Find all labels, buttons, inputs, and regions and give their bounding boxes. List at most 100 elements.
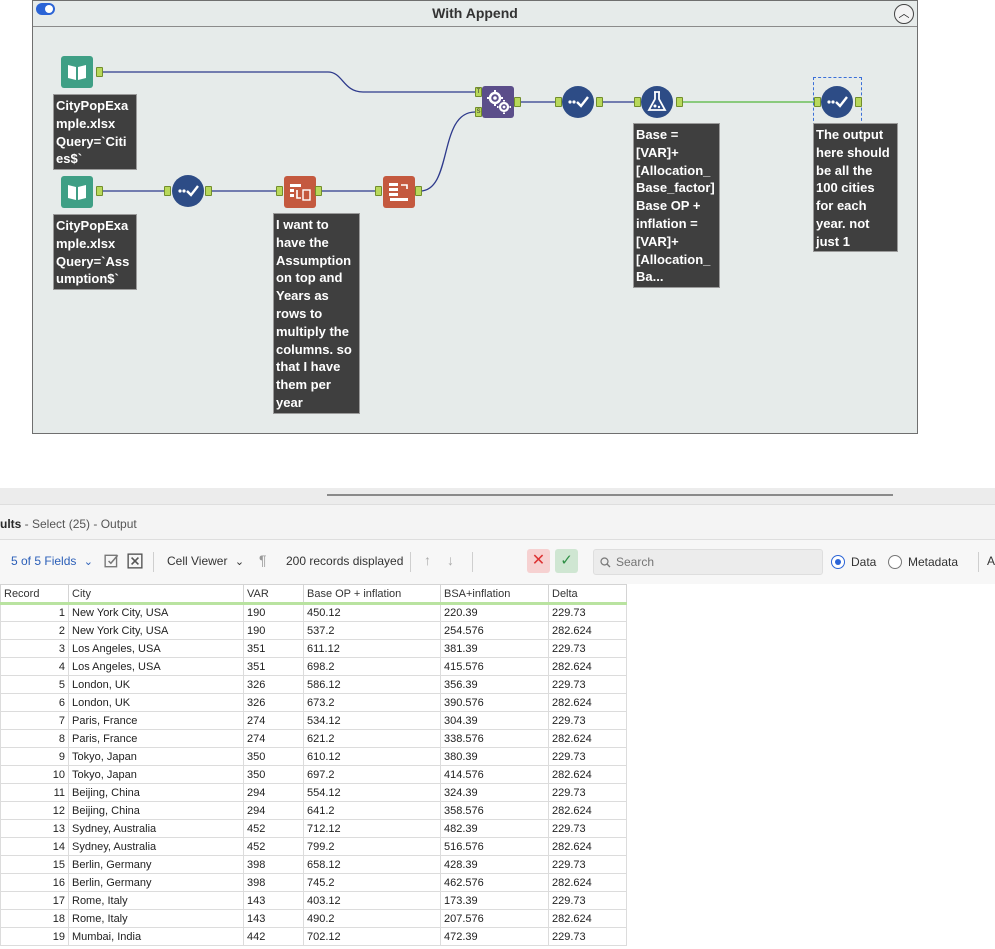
input-data-tool-2[interactable] (61, 176, 93, 208)
table-cell[interactable]: Tokyo, Japan (68, 747, 244, 766)
table-cell[interactable]: 537.2 (303, 621, 441, 640)
table-cell[interactable]: 356.39 (440, 675, 549, 694)
column-header-base-op-inflation[interactable]: Base OP + inflation (303, 584, 441, 605)
table-cell[interactable]: 799.2 (303, 837, 441, 856)
target-anchor[interactable]: T (475, 87, 482, 97)
table-cell[interactable]: 282.624 (548, 657, 627, 676)
table-cell[interactable]: Mumbai, India (68, 927, 244, 946)
table-cell[interactable]: 452 (243, 837, 304, 856)
table-cell[interactable]: 282.624 (548, 837, 627, 856)
output-anchor[interactable] (315, 186, 322, 196)
pane-splitter[interactable] (0, 488, 995, 504)
table-cell[interactable]: 326 (243, 675, 304, 694)
table-cell[interactable]: 745.2 (303, 873, 441, 892)
table-cell[interactable]: 282.624 (548, 765, 627, 784)
fields-dropdown[interactable]: 5 of 5 Fields ⌄ (11, 554, 93, 568)
table-cell[interactable]: 13 (0, 819, 69, 838)
table-cell[interactable]: 18 (0, 909, 69, 928)
table-cell[interactable]: Beijing, China (68, 783, 244, 802)
table-cell[interactable]: 229.73 (548, 711, 627, 730)
table-cell[interactable]: 414.576 (440, 765, 549, 784)
crosstab-tool[interactable] (284, 176, 316, 208)
column-header-delta[interactable]: Delta (548, 584, 627, 605)
table-cell[interactable]: 229.73 (548, 855, 627, 874)
down-arrow-icon[interactable]: ↓ (447, 552, 454, 568)
up-arrow-icon[interactable]: ↑ (424, 552, 431, 568)
table-cell[interactable]: 428.39 (440, 855, 549, 874)
table-cell[interactable]: 17 (0, 891, 69, 910)
output-anchor[interactable] (96, 186, 103, 196)
pilcrow-icon[interactable]: ¶ (259, 552, 267, 568)
table-cell[interactable]: 702.12 (303, 927, 441, 946)
checkbox-icon[interactable] (104, 553, 120, 569)
output-anchor[interactable] (514, 97, 521, 107)
close-icon[interactable]: ✕ (527, 549, 550, 573)
table-cell[interactable]: 229.73 (548, 747, 627, 766)
table-cell[interactable]: 19 (0, 927, 69, 946)
table-cell[interactable]: 229.73 (548, 783, 627, 802)
table-cell[interactable]: Tokyo, Japan (68, 765, 244, 784)
table-cell[interactable]: 415.576 (440, 657, 549, 676)
data-radio[interactable] (831, 555, 845, 569)
select-tool-1[interactable] (172, 175, 204, 207)
search-input[interactable] (616, 554, 816, 570)
table-cell[interactable]: 516.576 (440, 837, 549, 856)
table-cell[interactable]: 641.2 (303, 801, 441, 820)
deselect-icon[interactable] (127, 553, 143, 569)
table-cell[interactable]: 14 (0, 837, 69, 856)
table-cell[interactable]: 350 (243, 765, 304, 784)
table-cell[interactable]: New York City, USA (68, 603, 244, 622)
table-cell[interactable]: 282.624 (548, 621, 627, 640)
table-cell[interactable]: 5 (0, 675, 69, 694)
table-cell[interactable]: 207.576 (440, 909, 549, 928)
table-cell[interactable]: Sydney, Australia (68, 837, 244, 856)
table-cell[interactable]: Sydney, Australia (68, 819, 244, 838)
metadata-radio[interactable] (888, 555, 902, 569)
table-cell[interactable]: Berlin, Germany (68, 855, 244, 874)
table-cell[interactable]: 282.624 (548, 801, 627, 820)
table-cell[interactable]: 274 (243, 729, 304, 748)
table-cell[interactable]: 472.39 (440, 927, 549, 946)
toggle-icon[interactable] (36, 3, 55, 15)
table-cell[interactable]: 11 (0, 783, 69, 802)
table-cell[interactable]: 712.12 (303, 819, 441, 838)
column-header-var[interactable]: VAR (243, 584, 304, 605)
table-cell[interactable]: 2 (0, 621, 69, 640)
append-fields-tool[interactable] (482, 86, 514, 118)
input-anchor[interactable] (276, 186, 283, 196)
table-cell[interactable]: 16 (0, 873, 69, 892)
table-cell[interactable]: 190 (243, 621, 304, 640)
table-cell[interactable]: 358.576 (440, 801, 549, 820)
table-cell[interactable]: Paris, France (68, 729, 244, 748)
input-anchor[interactable] (814, 97, 821, 107)
check-icon[interactable]: ✓ (555, 549, 578, 573)
output-anchor[interactable] (96, 67, 103, 77)
formula-tool[interactable] (641, 86, 673, 118)
table-cell[interactable]: 403.12 (303, 891, 441, 910)
table-cell[interactable]: 1 (0, 603, 69, 622)
table-cell[interactable]: 554.12 (303, 783, 441, 802)
table-cell[interactable]: London, UK (68, 693, 244, 712)
table-cell[interactable]: 621.2 (303, 729, 441, 748)
table-cell[interactable]: 698.2 (303, 657, 441, 676)
table-cell[interactable]: 326 (243, 693, 304, 712)
table-cell[interactable]: 15 (0, 855, 69, 874)
table-cell[interactable]: 143 (243, 909, 304, 928)
table-cell[interactable]: 398 (243, 873, 304, 892)
table-cell[interactable]: 4 (0, 657, 69, 676)
table-cell[interactable]: 381.39 (440, 639, 549, 658)
table-cell[interactable]: 3 (0, 639, 69, 658)
cell-viewer-dropdown[interactable]: Cell Viewer ⌄ (167, 554, 244, 568)
input-anchor[interactable] (164, 186, 171, 196)
table-cell[interactable]: New York City, USA (68, 621, 244, 640)
table-cell[interactable]: 611.12 (303, 639, 441, 658)
splitter-grip[interactable] (327, 494, 893, 496)
